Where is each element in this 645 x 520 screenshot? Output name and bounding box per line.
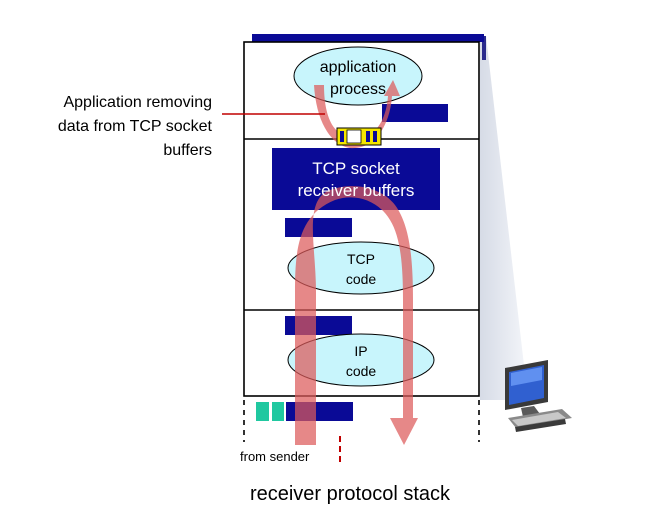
annotation-line-1: Application removing	[63, 94, 212, 111]
tcp-label-2: code	[346, 271, 377, 287]
ip-code-ellipse	[287, 333, 435, 387]
annotation-line-2: data from TCP socket	[58, 118, 213, 135]
socket-indicator-mark	[340, 131, 344, 142]
app-data-segment	[382, 104, 448, 122]
socket-label-1: TCP socket	[312, 159, 400, 178]
application-label-1: application	[320, 59, 397, 76]
socket-buffer-box	[272, 148, 440, 210]
perspective-beam	[480, 36, 528, 400]
from-sender-label: from sender	[240, 449, 310, 464]
ip-label-2: code	[346, 363, 377, 379]
application-label-2: process	[330, 81, 386, 98]
socket-indicator-mark	[373, 131, 377, 142]
tcp-label-1: TCP	[347, 251, 375, 267]
annotation-line-3: buffers	[163, 142, 212, 159]
link-header-block	[256, 402, 269, 421]
socket-indicator-mark	[366, 131, 370, 142]
computer-icon	[505, 360, 572, 432]
tcp-code-ellipse	[287, 241, 435, 295]
link-header-block	[272, 402, 284, 421]
socket-indicator-slot	[346, 129, 362, 144]
top-segment-bar	[252, 34, 484, 42]
diagram-caption: receiver protocol stack	[250, 483, 451, 505]
incoming-data-arrow	[295, 186, 418, 446]
socket-label-2: receiver buffers	[298, 181, 415, 200]
tcp-segment	[285, 218, 352, 237]
ip-label-1: IP	[354, 343, 367, 359]
